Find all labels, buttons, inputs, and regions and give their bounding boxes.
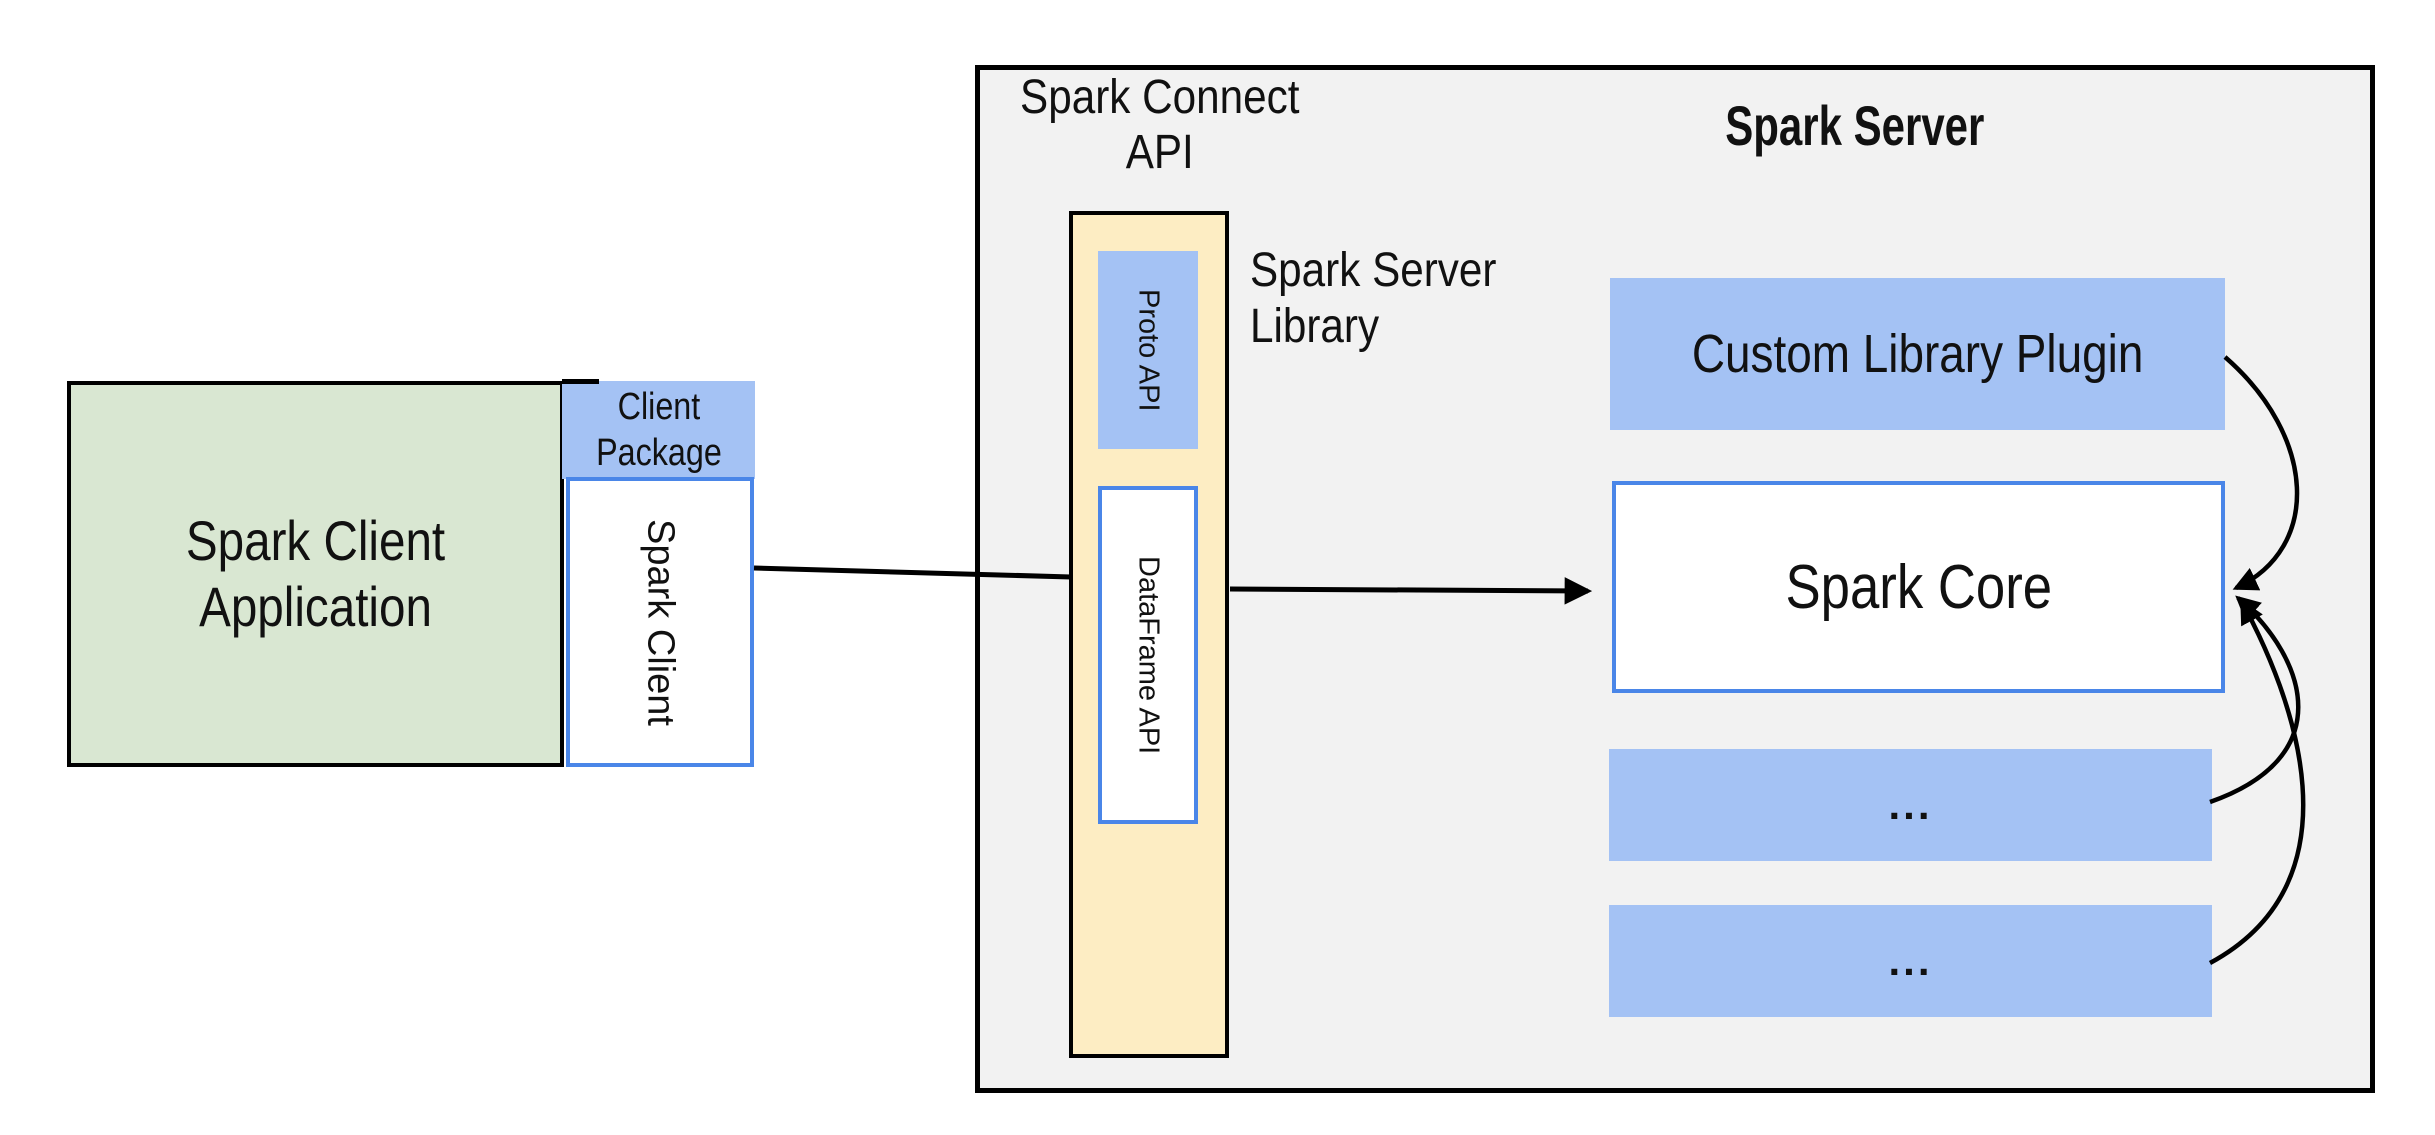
spark-connect-api-label: Spark Connect API [990, 70, 1330, 180]
spark-core-label: Spark Core [1785, 552, 2052, 622]
spark-server-library-label-line2: Library [1250, 300, 1380, 353]
spark-server-library-label: Spark Server Library [1250, 243, 1530, 355]
spark-connect-api-label-line2: API [1125, 126, 1195, 179]
dataframe-api-label: DataFrame API [1132, 555, 1165, 755]
spark-server-title: Spark Server [1725, 94, 1985, 157]
client-package-label-line1: Client [617, 386, 700, 428]
dataframe-api-box: DataFrame API [1098, 486, 1198, 824]
custom-library-plugin-label: Custom Library Plugin [1691, 324, 2144, 384]
more-plugins-box-1: ... [1609, 749, 2212, 861]
more-plugins-label-2: ... [1888, 937, 1933, 984]
client-package-label-line2: Package [595, 432, 722, 474]
spark-client-application-label-line1: Spark Client [185, 509, 446, 572]
spark-client-application-box: Spark Client Application [67, 381, 564, 767]
custom-library-plugin-box: Custom Library Plugin [1610, 278, 2225, 430]
more-plugins-label-1: ... [1888, 781, 1933, 828]
more-plugins-box-2: ... [1609, 905, 2212, 1017]
spark-client-label: Spark Client [639, 518, 682, 726]
client-package-box: Client Package [562, 381, 755, 479]
proto-api-label: Proto API [1132, 288, 1165, 412]
spark-server-library-label-line1: Spark Server [1250, 244, 1497, 297]
spark-connect-api-label-line1: Spark Connect [1020, 71, 1300, 124]
spark-core-box: Spark Core [1612, 481, 2225, 693]
application-box-border-extension [562, 379, 599, 384]
proto-api-box: Proto API [1098, 251, 1198, 449]
spark-client-application-label-line2: Application [199, 575, 432, 638]
spark-client-box: Spark Client [566, 477, 754, 767]
